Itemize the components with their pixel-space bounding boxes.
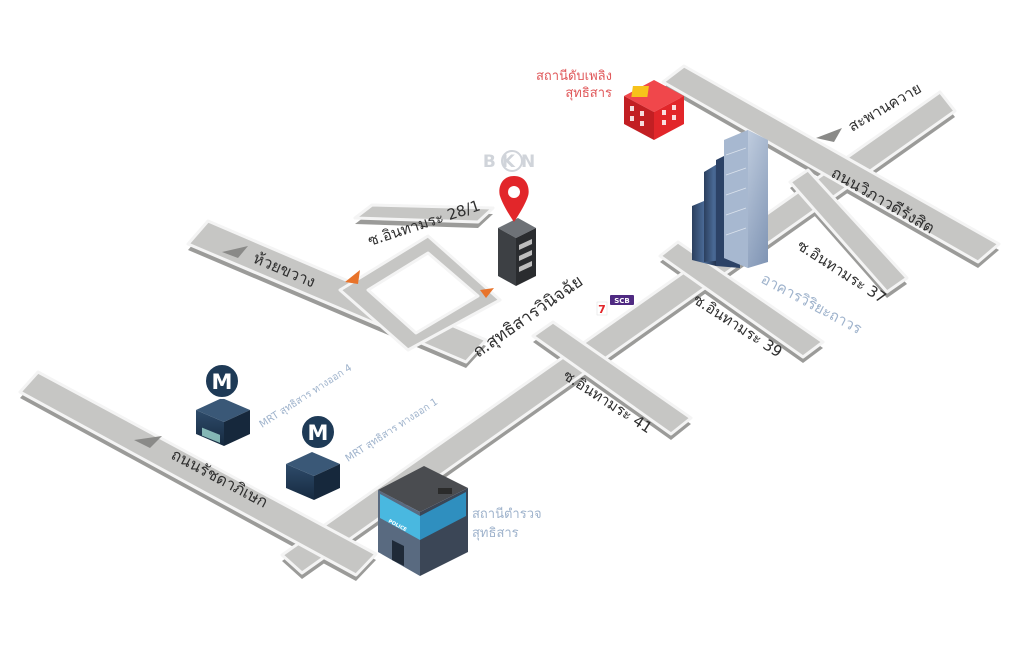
fire-station-line1: สถานีดับเพลิง (536, 68, 612, 84)
mrt-station-exit4: M (196, 363, 250, 446)
scb-icon: SCB (610, 295, 634, 305)
road-network (18, 64, 1001, 581)
mrt-station-exit1: M (286, 414, 340, 500)
mrt-labels: MRT สุทธิสาร ทางออก 4 MRT สุทธิสาร ทางออ… (258, 363, 440, 465)
road-soi-37 (788, 168, 909, 294)
road-soi-41 (531, 320, 693, 436)
fire-station-icon (624, 80, 684, 140)
direction-arrows (134, 128, 842, 448)
road-soi-28-1 (353, 203, 495, 224)
direction-arrow-icon (134, 436, 162, 448)
police-station-line2: สุทธิสาร (472, 526, 519, 541)
direction-arrow-icon (222, 246, 248, 258)
road-ratchadaphisek (18, 370, 378, 577)
seven-eleven-label: 7 (598, 303, 606, 316)
direction-arrow-icon (345, 270, 360, 284)
mrt-icon: M (204, 363, 240, 399)
bkn-logo-icon: BKN (483, 150, 541, 172)
mrt-letter: M (212, 370, 233, 394)
seven-eleven-icon: 7 (596, 301, 608, 316)
scb-label: SCB (614, 297, 630, 305)
mrt-letter: M (308, 421, 329, 445)
fire-station-label: สถานีดับเพลิง สุทธิสาร (536, 68, 612, 101)
road-soi-39 (658, 240, 825, 359)
target-office-building (498, 218, 536, 286)
direction-arrow-icon (816, 128, 842, 142)
mrt-icon: M (300, 414, 336, 450)
police-station-label: สถานีตำรวจ สุทธิสาร (472, 506, 542, 541)
road-vibhavadi (661, 64, 1001, 264)
office-building-icon (498, 218, 536, 238)
bkn-logo-text: BKN (483, 152, 541, 172)
small-orange-markers (345, 270, 494, 298)
map-pin-icon[interactable] (499, 176, 529, 222)
skyscraper-icon (692, 130, 768, 268)
fire-station-line2: สุทธิสาร (565, 86, 612, 101)
road-sutthisan (280, 90, 957, 575)
police-station-line1: สถานีตำรวจ (472, 506, 542, 522)
direction-arrow-icon (480, 288, 494, 298)
police-station-icon: POLICE (378, 466, 468, 576)
